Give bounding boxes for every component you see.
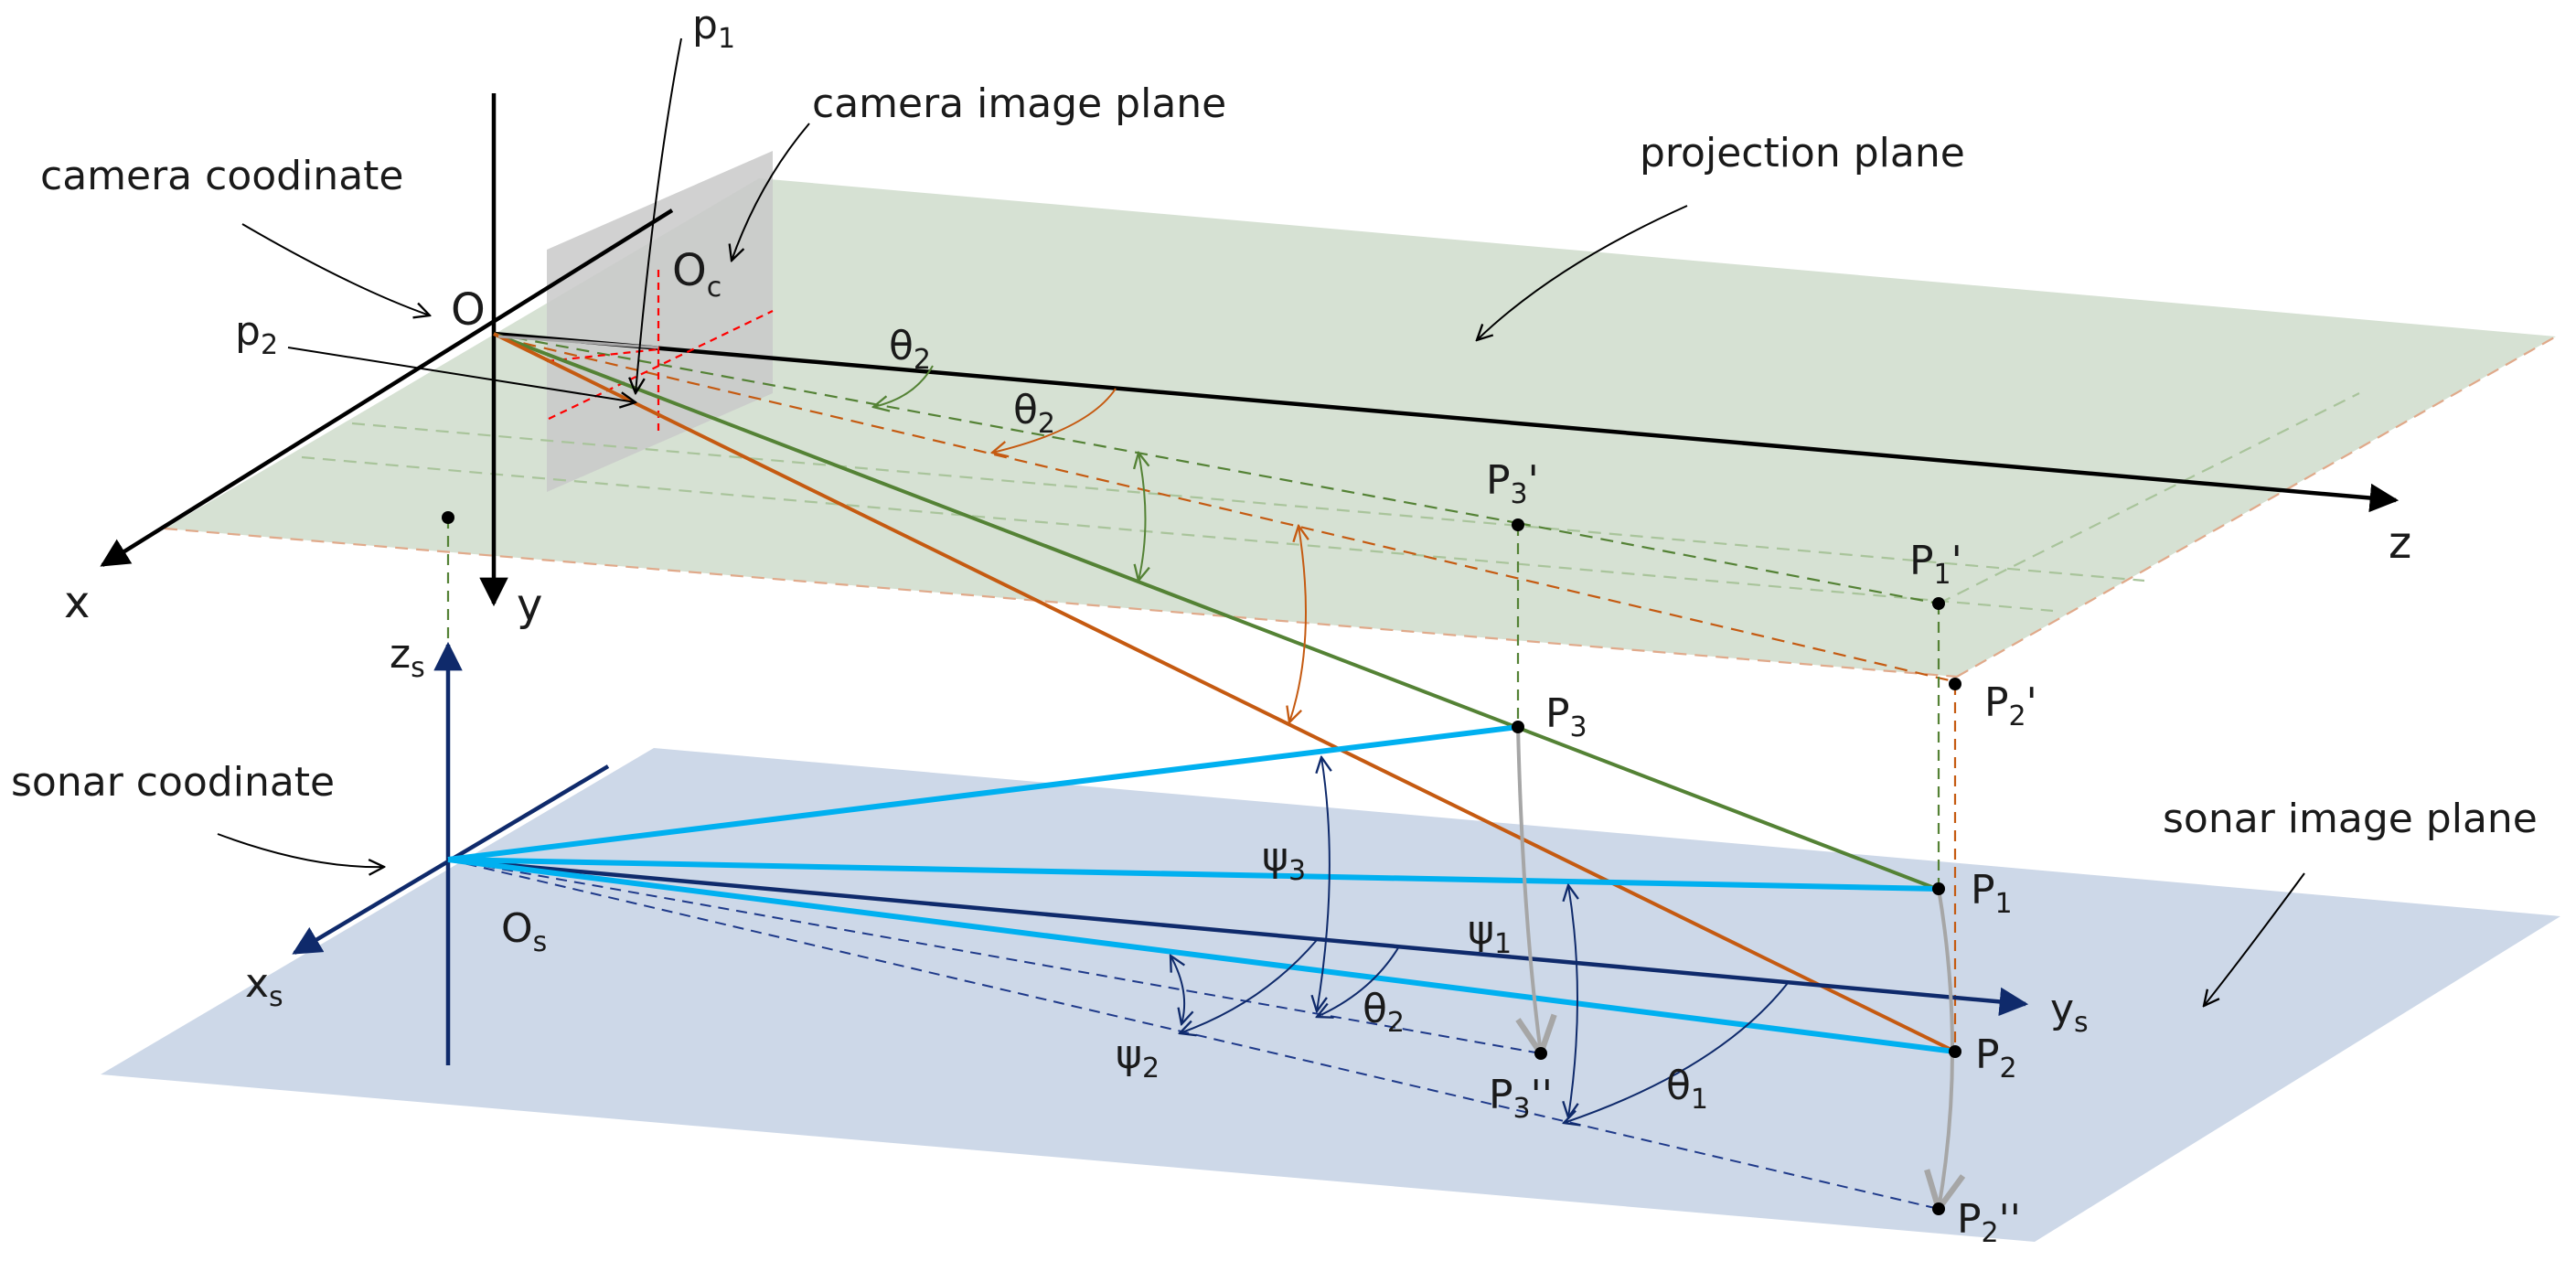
pointer-arrows xyxy=(217,37,2305,1006)
psi2-arc xyxy=(1170,956,1184,1024)
p1-pointer xyxy=(636,37,682,393)
vertical-projection-lines xyxy=(446,518,1957,1052)
label-theta2-orange: θ2 xyxy=(1013,387,1055,440)
label-projection-plane: projection plane xyxy=(1640,130,1965,176)
label-P3-dprime: P3'' xyxy=(1489,1072,1553,1125)
label-P1: P1 xyxy=(1971,867,2013,920)
label-p1: p1 xyxy=(692,2,735,55)
label-sonar-coordinate: sonar coodinate xyxy=(11,759,335,806)
label-P2: P2 xyxy=(1975,1031,2017,1085)
point-p3 xyxy=(1512,721,1524,733)
green-ray xyxy=(493,332,1938,891)
label-camera-image-plane: camera image plane xyxy=(812,80,1226,127)
label-theta2-sonar: θ2 xyxy=(1363,986,1405,1039)
orange-ray xyxy=(493,332,1956,1053)
sonar-image-plane-pointer xyxy=(2204,872,2305,1006)
label-z: z xyxy=(2389,518,2411,569)
label-camera-coordinate: camera coodinate xyxy=(40,153,403,199)
theta1-arc xyxy=(1564,982,1789,1123)
label-psi2: ψ2 xyxy=(1116,1031,1160,1085)
label-sonar-image-plane: sonar image plane xyxy=(2163,796,2538,842)
label-x: x xyxy=(64,577,90,628)
sonar-coordinate-pointer xyxy=(217,833,384,867)
orange-angle-arc xyxy=(1289,526,1306,722)
point-p2 xyxy=(1949,1045,1961,1058)
psi1-arc xyxy=(1568,885,1577,1117)
angle-arcs xyxy=(873,365,1789,1123)
arc-p3-to-p3dprime xyxy=(1518,726,1541,1053)
label-P3: P3 xyxy=(1545,690,1587,743)
label-psi1: ψ1 xyxy=(1468,907,1512,960)
sonar-dashed-projections xyxy=(447,859,1940,1210)
label-P3-prime: P3' xyxy=(1486,457,1539,510)
label-P1-prime: P1' xyxy=(1909,538,1962,591)
psi2-pointer xyxy=(1180,939,1318,1033)
camera-ray-highlight xyxy=(497,335,659,349)
camera-z-axis xyxy=(493,331,2400,513)
label-psi3: ψ3 xyxy=(1262,834,1306,887)
green-angle-arc xyxy=(1138,453,1146,581)
projection-plane-pointer xyxy=(1477,205,1688,340)
labels: p1 camera image plane camera coodinate p… xyxy=(11,2,2538,1249)
camera-image-plane-pointer xyxy=(732,123,810,261)
p2-pointer xyxy=(287,347,636,402)
label-P2-dprime: P2'' xyxy=(1957,1196,2021,1249)
sonar-y-axis xyxy=(447,857,2029,1017)
camera-axes xyxy=(100,93,2400,607)
camera-x-axis xyxy=(100,208,674,567)
point-p1 xyxy=(1932,882,1945,895)
label-O: O xyxy=(451,284,486,336)
label-xs: xs xyxy=(245,960,283,1013)
camera-coordinate-pointer xyxy=(241,223,430,315)
camera-image-plane xyxy=(547,151,773,492)
label-theta2-green: θ2 xyxy=(889,323,931,376)
label-y: y xyxy=(517,580,542,631)
point-p1-prime xyxy=(1932,597,1945,610)
point-p2-prime xyxy=(1949,678,1961,690)
label-Oc: Oc xyxy=(672,245,721,304)
psi3-arc xyxy=(1317,757,1330,1011)
projection-plane-guides xyxy=(164,332,2557,684)
sonar-beams xyxy=(447,724,1956,1054)
points xyxy=(442,511,1961,1215)
point-p3-prime xyxy=(1512,518,1524,531)
theta2-arc-green-top xyxy=(873,365,934,407)
label-P2-prime: P2' xyxy=(1984,679,2037,732)
point-sonar-top xyxy=(442,511,454,524)
point-p2-dprime xyxy=(1932,1202,1945,1215)
theta2-arc-orange-top xyxy=(992,388,1117,453)
label-ys: ys xyxy=(2050,986,2089,1039)
label-theta1: θ1 xyxy=(1666,1063,1708,1116)
label-Os: Os xyxy=(501,905,547,958)
label-zs: zs xyxy=(390,631,425,684)
point-p3-dprime xyxy=(1534,1047,1547,1060)
theta2-sonar-arc xyxy=(1317,946,1400,1017)
label-p2: p2 xyxy=(235,308,278,361)
